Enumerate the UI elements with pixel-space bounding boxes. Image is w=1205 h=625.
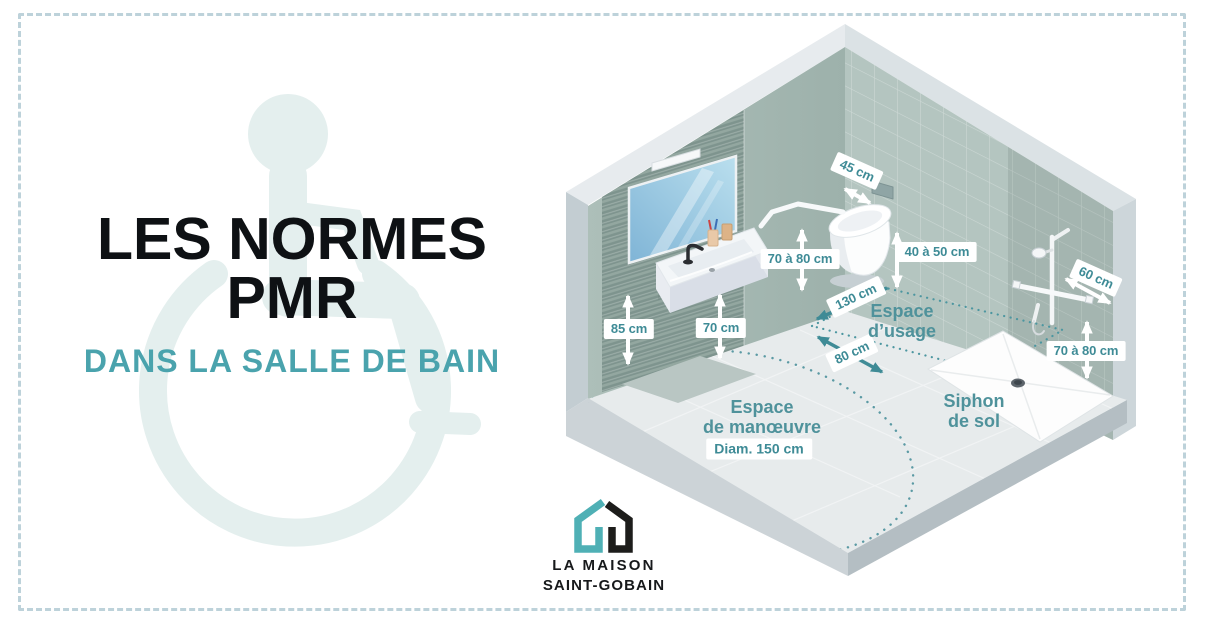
wall-top-band-left: [566, 24, 845, 205]
wall-top-band-right: [845, 24, 1136, 211]
floor-markings: [585, 286, 1066, 553]
wheelchair-icon: [139, 94, 481, 547]
brand-line-2: SAINT-GOBAIN: [542, 576, 666, 594]
brand-line-1: LA MAISON: [552, 557, 656, 574]
label-espace-usage: Espace d’usage: [867, 301, 937, 341]
label-siphon-de-sol: Siphon de sol: [943, 391, 1005, 431]
toilet-grab-bar: [758, 201, 846, 229]
usage-area-outline: [808, 286, 1066, 374]
title-block: LES NORMES PMR DANS LA SALLE DE BAIN: [28, 210, 556, 380]
floor-slab-left: [566, 398, 848, 576]
brand-wordmark: LA MAISON SAINT-GOBAIN: [504, 556, 704, 595]
floor-slab-right: [848, 400, 1127, 576]
label-85cm: 85 cm: [603, 319, 655, 339]
wall-outer-right: [1113, 199, 1136, 440]
label-70-80cm-shower: 70 à 80 cm: [1046, 341, 1126, 361]
page-subtitle: DANS LA SALLE DE BAIN: [83, 343, 501, 379]
maneuver-circle: [585, 349, 915, 553]
shower-tray: [927, 330, 1114, 443]
faucet: [683, 243, 704, 265]
dashed-border: [18, 13, 1186, 611]
arrow-45cm: [843, 187, 872, 205]
label-40-50cm: 40 à 50 cm: [897, 242, 977, 262]
mirror-light: [651, 148, 701, 172]
toothbrush-cups: [707, 218, 733, 247]
page-title: LES NORMES PMR: [96, 206, 488, 331]
arrow-60cm: [1064, 277, 1112, 305]
label-diametre-150cm: Diam. 150 cm: [706, 438, 812, 460]
label-70-80cm-toilet: 70 à 80 cm: [760, 249, 840, 269]
brand-logo-icon: [574, 498, 633, 553]
label-70cm: 70 cm: [695, 318, 747, 338]
wall-outer-left: [566, 192, 588, 412]
label-espace-manoeuvre: Espace de manœuvre: [702, 397, 822, 437]
sink-apron: [670, 251, 768, 313]
sink-floor-shadow: [622, 356, 756, 403]
